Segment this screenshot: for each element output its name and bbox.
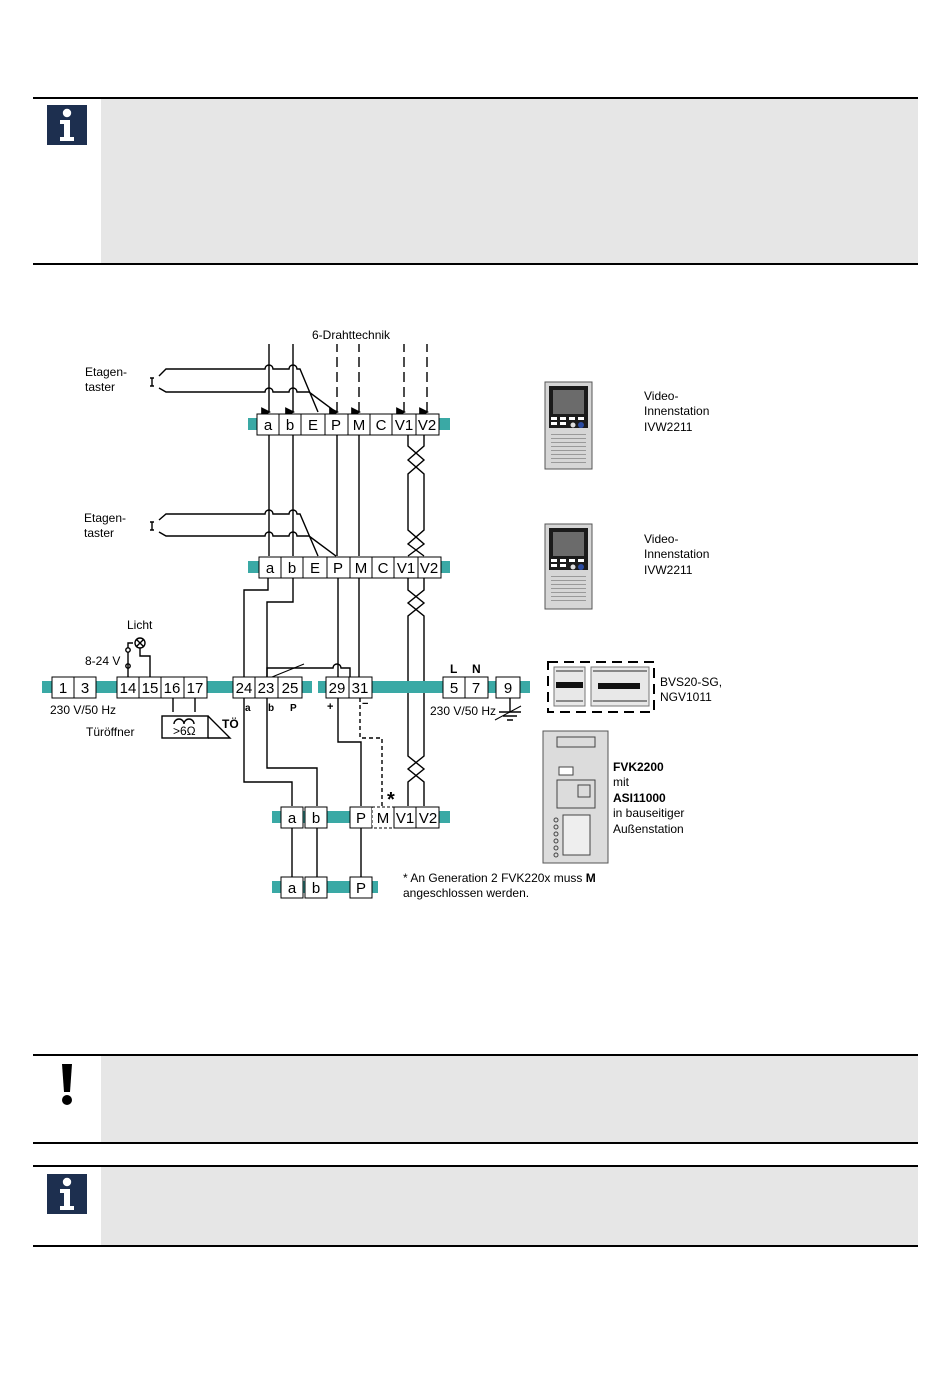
sub-label-a: a (245, 703, 251, 714)
note-shade (101, 99, 918, 263)
light-label: Licht (127, 618, 153, 632)
pwr-terminal-24: 24 (236, 680, 253, 697)
bot-terminal-b: b (312, 880, 320, 897)
st2-terminal-m: M (355, 560, 368, 577)
power-supply-line1: BVS20-SG, (660, 675, 722, 689)
out-terminal-v1: V1 (396, 810, 414, 827)
st1-terminal-v2: V2 (418, 417, 436, 434)
mains-right-label: 230 V/50 Hz (430, 704, 496, 718)
floor-button-2-label-b: taster (84, 526, 114, 540)
indoor-2-line3: IVW2211 (644, 563, 693, 577)
st1-terminal-m: M (353, 417, 366, 434)
st2-terminal-a: a (266, 560, 275, 577)
pwr-terminal-3: 3 (81, 680, 89, 697)
pwr-terminal-23: 23 (258, 680, 275, 697)
indoor-1-line2: Innenstation (644, 404, 709, 418)
outdoor-station-illustration (542, 730, 609, 864)
door-opener-resistance: >6Ω (173, 724, 196, 738)
info-icon (47, 105, 87, 145)
indoor-station-1-illustration (544, 381, 593, 470)
mains-left-label: 230 V/50 Hz (50, 703, 116, 717)
outdoor-line4: in bauseitiger (613, 806, 684, 820)
to-label: TÖ (222, 716, 239, 731)
out-terminal-b: b (312, 810, 320, 827)
power-supply-illustration (547, 661, 655, 713)
l-label: L (450, 662, 457, 676)
st1-terminal-e: E (308, 417, 318, 434)
asterisk-mark: * (387, 789, 395, 811)
pwr-terminal-31: 31 (352, 680, 369, 697)
indoor-2-line2: Innenstation (644, 547, 709, 561)
pwr-terminal-1: 1 (59, 680, 67, 697)
st2-terminal-p: P (333, 560, 343, 577)
pwr-terminal-29: 29 (329, 680, 346, 697)
door-opener-label: Türöffner (86, 725, 134, 739)
wiring-diagram: a b E P M C V1 V2 a b E P M C V1 V2 1 3 … (42, 328, 722, 900)
sub-label-minus: − (362, 698, 368, 710)
outdoor-line5: Außenstation (613, 822, 684, 836)
ac-voltage-label: 8-24 V (85, 654, 120, 668)
pwr-terminal-16: 16 (164, 680, 181, 697)
st2-terminal-c: C (378, 560, 389, 577)
st2-terminal-e: E (310, 560, 320, 577)
footnote-line2: angeschlossen werden. (403, 886, 529, 900)
floor-button-1-label-a: Etagen- (85, 365, 127, 379)
out-terminal-v2: V2 (419, 810, 437, 827)
info-icon (47, 1174, 87, 1214)
pwr-terminal-7: 7 (472, 680, 480, 697)
note-shade (101, 1056, 918, 1142)
sub-label-b: b (268, 703, 274, 714)
pwr-terminal-17: 17 (187, 680, 204, 697)
st2-terminal-v1: V1 (397, 560, 415, 577)
footnote-line1: * An Generation 2 FVK220x muss M (403, 871, 596, 885)
indoor-station-2-illustration (544, 523, 593, 610)
st1-terminal-b: b (286, 417, 294, 434)
st1-terminal-p: P (331, 417, 341, 434)
bot-terminal-p: P (356, 880, 366, 897)
pwr-terminal-15: 15 (142, 680, 159, 697)
power-supply-line2: NGV1011 (660, 690, 712, 704)
six-wire-label: 6-Drahttechnik (312, 328, 391, 342)
n-label: N (472, 662, 481, 676)
floor-button-1-label-b: taster (85, 380, 115, 394)
outdoor-line2: mit (613, 775, 630, 789)
info-note-top (33, 97, 918, 265)
indoor-1-line1: Video- (644, 389, 678, 403)
info-note-bottom (33, 1165, 918, 1247)
st1-terminal-v1: V1 (395, 417, 413, 434)
st1-terminal-c: C (376, 417, 387, 434)
st2-terminal-b: b (288, 560, 296, 577)
st1-terminal-a: a (264, 417, 273, 434)
outdoor-line3: ASI11000 (613, 791, 666, 805)
pwr-terminal-14: 14 (120, 680, 137, 697)
warning-exclamation-icon (57, 1062, 77, 1106)
pwr-terminal-25: 25 (282, 680, 299, 697)
indoor-1-line3: IVW2211 (644, 420, 693, 434)
sub-label-plus: + (327, 701, 333, 713)
outdoor-line1: FVK2200 (613, 760, 664, 774)
out-terminal-p: P (356, 810, 366, 827)
out-terminal-a: a (288, 810, 297, 827)
warning-note (33, 1054, 918, 1144)
floor-button-2-label-a: Etagen- (84, 511, 126, 525)
st2-terminal-v2: V2 (420, 560, 438, 577)
bot-terminal-a: a (288, 880, 297, 897)
indoor-2-line1: Video- (644, 532, 678, 546)
pwr-terminal-5: 5 (450, 680, 458, 697)
pwr-terminal-9: 9 (504, 680, 512, 697)
note-shade (101, 1167, 918, 1245)
sub-label-p: P (290, 703, 297, 714)
out-terminal-m: M (377, 810, 390, 827)
